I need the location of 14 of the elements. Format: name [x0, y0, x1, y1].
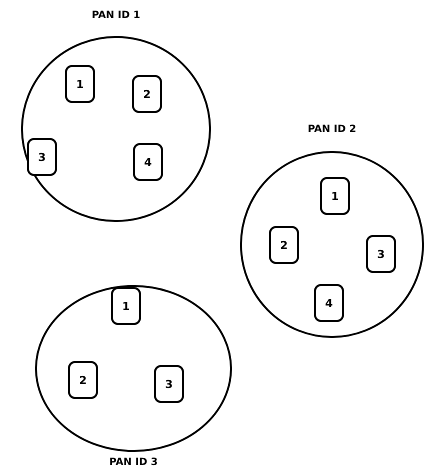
device-node: 3: [27, 138, 57, 176]
device-node: 4: [314, 284, 344, 322]
group-heading: PAN ID 1: [92, 10, 140, 22]
device-node: 2: [132, 75, 162, 113]
device-node: 4: [133, 143, 163, 181]
device-node: 1: [65, 65, 95, 103]
device-node: 1: [111, 287, 141, 325]
device-node: 3: [366, 235, 396, 273]
device-node: 1: [320, 177, 350, 215]
device-node: 3: [154, 365, 184, 403]
group-heading: PAN ID 3: [109, 457, 158, 469]
device-node: 2: [68, 361, 98, 399]
group-heading: PAN ID 2: [308, 124, 356, 136]
device-node: 2: [269, 226, 299, 264]
